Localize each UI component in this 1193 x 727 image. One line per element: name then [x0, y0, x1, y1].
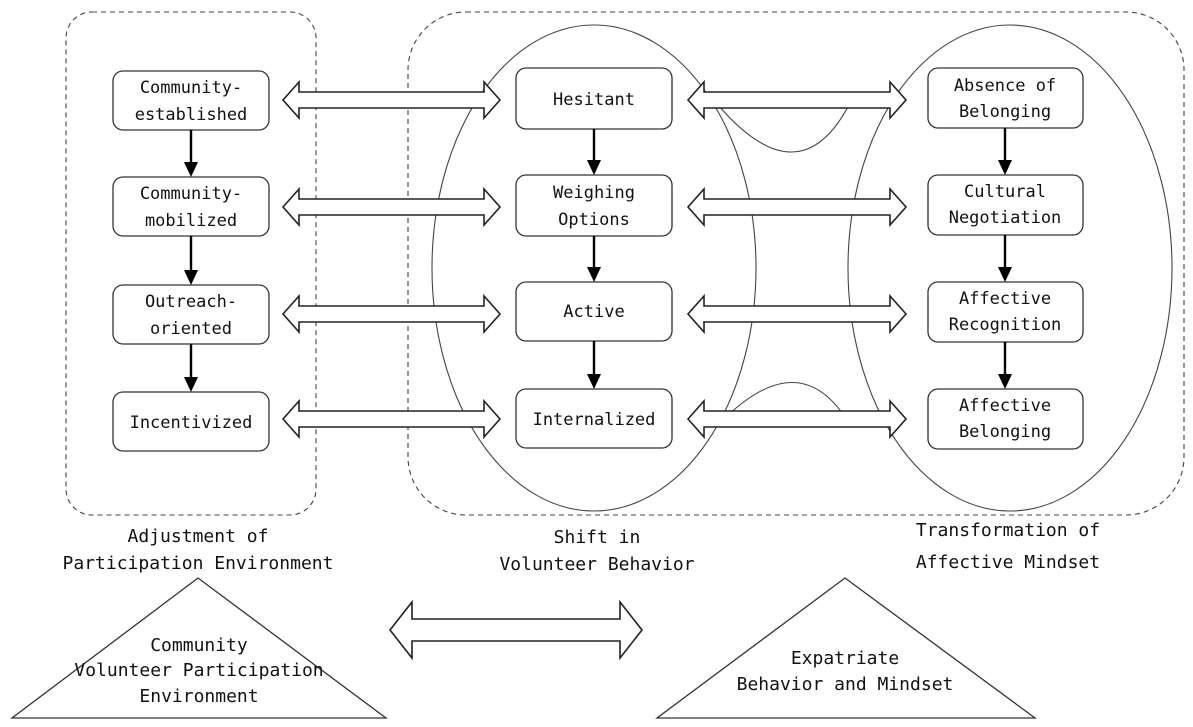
stage-text-line: Negotiation	[949, 208, 1062, 228]
stage-text-line: Community-	[140, 78, 242, 98]
stage-text-line: oriented	[150, 319, 232, 339]
flow-down-arrow	[998, 235, 1012, 282]
column-label-line: Transformation of	[916, 520, 1100, 541]
flow-down-arrow	[587, 341, 601, 389]
behavior-stage-1: Hesitant	[515, 67, 673, 130]
svg-text:Hesitant: Hesitant	[553, 90, 635, 110]
double-arrows	[281, 79, 908, 661]
column-label-line: Volunteer Behavior	[499, 554, 694, 575]
bottom-double-arrow	[388, 599, 644, 661]
stage-text-line: Recognition	[949, 315, 1062, 335]
behavior-mindset-double-arrow	[686, 79, 908, 121]
triangle-label-line: Volunteer Participation	[74, 660, 323, 681]
svg-text:Community-mobilized: Community-mobilized	[140, 184, 242, 231]
stage-text-line: Options	[558, 210, 630, 230]
environment-column-label: Adjustment of Participation Environment	[63, 526, 334, 574]
behavior-mindset-group-frame	[407, 11, 1185, 516]
triangle-label-line: Behavior and Mindset	[737, 674, 954, 695]
behavior-stage-4: Internalized	[515, 388, 673, 449]
environment-behavior-double-arrow	[281, 79, 502, 121]
flow-down-arrow	[184, 344, 198, 392]
environment-behavior-double-arrow	[281, 293, 502, 335]
triangle-label-line: Community	[150, 635, 248, 656]
stage-text-line: Cultural	[964, 182, 1046, 202]
stage-text-line: Active	[563, 302, 624, 322]
ellipse-connector-bottom	[717, 381, 851, 426]
flow-down-arrow	[184, 236, 198, 285]
column-label-line: Affective Mindset	[916, 552, 1100, 573]
environment-stage-2: Community-mobilized	[112, 176, 270, 237]
stage-text-line: Community-	[140, 184, 242, 204]
environment-stage-1: Community-established	[112, 70, 270, 131]
flow-down-arrow	[587, 129, 601, 175]
behavior-mindset-double-arrow	[686, 186, 908, 228]
column-label-line: Shift in	[554, 527, 641, 548]
vertical-arrows	[184, 128, 1012, 392]
triangle-label-line: Expatriate	[791, 648, 899, 669]
svg-text:Community-established: Community-established	[135, 78, 248, 125]
flow-down-arrow	[587, 236, 601, 282]
stage-text-line: Outreach-	[145, 292, 237, 312]
environment-stage-3: Outreach-oriented	[112, 284, 270, 345]
flow-down-arrow	[998, 342, 1012, 389]
mindset-ellipse	[847, 24, 1173, 512]
behavior-mindset-double-arrow	[686, 398, 908, 440]
behavior-column-label: Shift in Volunteer Behavior	[499, 527, 694, 575]
behavior-ellipse	[431, 24, 757, 512]
environment-behavior-double-arrow	[281, 186, 502, 228]
stage-text-line: Internalized	[533, 410, 656, 430]
svg-text:Internalized: Internalized	[533, 410, 656, 430]
column-label-line: Participation Environment	[63, 553, 334, 574]
stage-text-line: Belonging	[959, 102, 1051, 122]
stage-text-line: established	[135, 105, 248, 125]
stage-text-line: Affective	[959, 396, 1051, 416]
behavior-stage-3: Active	[515, 281, 673, 342]
flow-down-arrow	[998, 128, 1012, 175]
stage-text-line: mobilized	[145, 211, 237, 231]
ellipse-connector-top	[717, 102, 851, 153]
column-label-line: Adjustment of	[128, 526, 269, 547]
svg-text:Active: Active	[563, 302, 624, 322]
environment-behavior-double-arrow	[281, 398, 502, 440]
environment-stage-4: Incentivized	[112, 391, 270, 452]
stage-text-line: Weighing	[553, 183, 635, 203]
mindset-stage-1: Absence of Belonging	[927, 67, 1084, 129]
environment-group-frame	[65, 11, 317, 516]
flow-down-arrow	[184, 130, 198, 177]
expatriate-triangle	[655, 577, 1037, 719]
stage-text-line: Incentivized	[130, 413, 253, 433]
mindset-column-label: Transformation of Affective Mindset	[916, 520, 1100, 573]
stage-text-line: Belonging	[959, 422, 1051, 442]
environment-triangle	[10, 577, 388, 719]
behavior-mindset-double-arrow	[686, 293, 908, 335]
stage-text-line: Absence of	[954, 76, 1056, 96]
stage-text-line: Hesitant	[553, 90, 635, 110]
svg-text:Outreach-oriented: Outreach-oriented	[145, 292, 237, 339]
stage-text-line: Affective	[959, 289, 1051, 309]
triangle-label-line: Environment	[139, 686, 258, 707]
svg-text:Incentivized: Incentivized	[130, 413, 253, 433]
